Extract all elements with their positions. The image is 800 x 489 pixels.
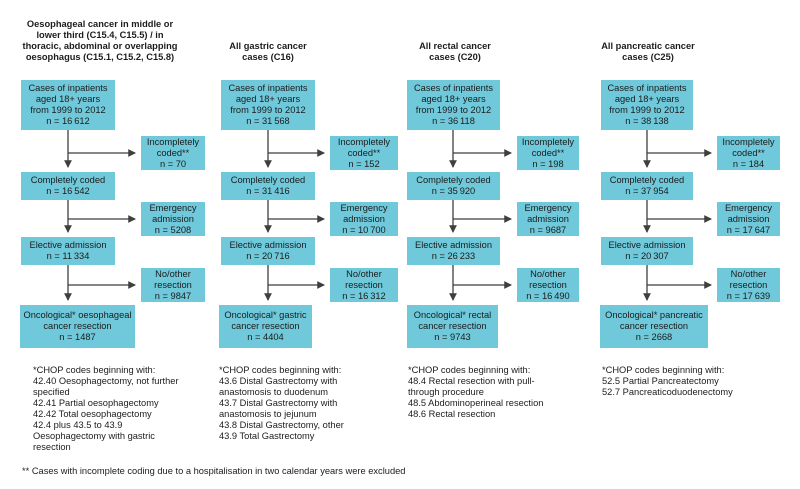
box-emergency-admission-pancreatic: Emergency admission n = 17 647 <box>717 202 780 236</box>
column-header-oesophageal: Oesophageal cancer in middle or lower th… <box>22 19 178 62</box>
chop-footnote-pancreatic: *CHOP codes beginning with: 52.5 Partial… <box>602 365 733 397</box>
box-completely-coded-pancreatic: Completely coded n = 37 954 <box>601 172 693 200</box>
box-oncological-resection-gastric: Oncological* gastric cancer resection n … <box>219 305 312 348</box>
box-no-other-resection-pancreatic: No/other resection n = 17 639 <box>717 268 780 302</box>
column-header-gastric: All gastric cancer cases (C16) <box>229 41 307 62</box>
exclusion-footnote: ** Cases with incomplete coding due to a… <box>22 466 406 476</box>
box-inpatients-pancreatic: Cases of inpatients aged 18+ years from … <box>601 80 693 130</box>
box-incompletely-coded-pancreatic: Incompletely coded** n = 184 <box>717 136 780 170</box>
box-elective-admission-pancreatic: Elective admission n = 20 307 <box>601 237 693 265</box>
column-header-rectal: All rectal cancer cases (C20) <box>419 41 491 62</box>
chop-footnote-gastric: *CHOP codes beginning with: 43.6 Distal … <box>219 365 344 441</box>
box-elective-admission-rectal: Elective admission n = 26 233 <box>407 237 500 265</box>
column-header-pancreatic: All pancreatic cancer cases (C25) <box>601 41 695 62</box>
box-oncological-resection-oesophageal: Oncological* oesophageal cancer resectio… <box>20 305 135 348</box>
box-oncological-resection-pancreatic: Oncological* pancreatic cancer resection… <box>600 305 708 348</box>
box-inpatients-rectal: Cases of inpatients aged 18+ years from … <box>407 80 500 130</box>
box-oncological-resection-rectal: Oncological* rectal cancer resection n =… <box>407 305 498 348</box>
chop-footnote-oesophageal: *CHOP codes beginning with: 42.40 Oesoph… <box>33 365 179 452</box>
box-elective-admission-gastric: Elective admission n = 20 716 <box>221 237 315 265</box>
box-incompletely-coded-gastric: Incompletely coded** n = 152 <box>330 136 398 170</box>
box-no-other-resection-gastric: No/other resection n = 16 312 <box>330 268 398 302</box>
box-emergency-admission-oesophageal: Emergency admission n = 5208 <box>141 202 205 236</box>
box-inpatients-gastric: Cases of inpatients aged 18+ years from … <box>221 80 315 130</box>
box-completely-coded-rectal: Completely coded n = 35 920 <box>407 172 500 200</box>
box-no-other-resection-oesophageal: No/other resection n = 9847 <box>141 268 205 302</box>
box-incompletely-coded-oesophageal: Incompletely coded** n = 70 <box>141 136 205 170</box>
box-elective-admission-oesophageal: Elective admission n = 11 334 <box>21 237 115 265</box>
box-emergency-admission-gastric: Emergency admission n = 10 700 <box>330 202 398 236</box>
chop-footnote-rectal: *CHOP codes beginning with: 48.4 Rectal … <box>408 365 544 419</box>
box-completely-coded-gastric: Completely coded n = 31 416 <box>221 172 315 200</box>
box-completely-coded-oesophageal: Completely coded n = 16 542 <box>21 172 115 200</box>
box-incompletely-coded-rectal: Incompletely coded** n = 198 <box>517 136 579 170</box>
box-emergency-admission-rectal: Emergency admission n = 9687 <box>517 202 579 236</box>
box-inpatients-oesophageal: Cases of inpatients aged 18+ years from … <box>21 80 115 130</box>
box-no-other-resection-rectal: No/other resection n = 16 490 <box>517 268 579 302</box>
